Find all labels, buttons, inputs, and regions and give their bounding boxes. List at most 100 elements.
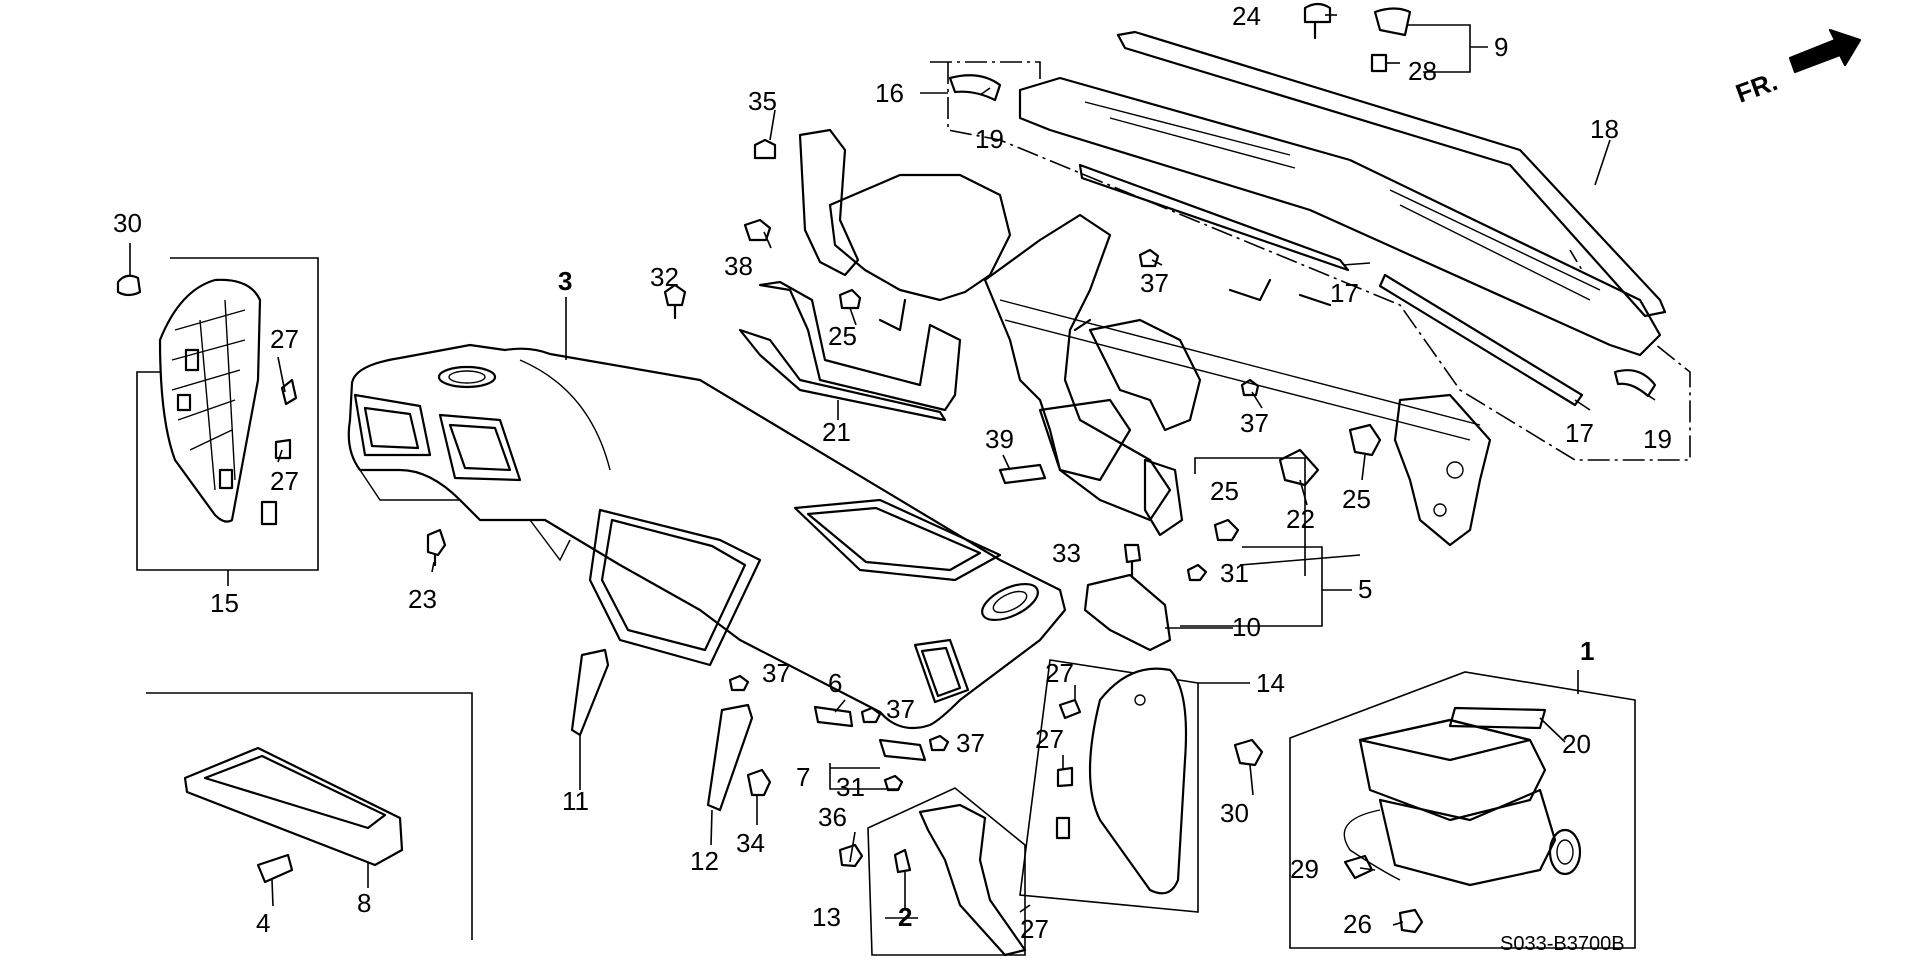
bracket-12 — [706, 703, 754, 812]
clip-37d — [860, 706, 882, 724]
sensor-24 — [1303, 2, 1332, 40]
bolt-38 — [743, 218, 772, 242]
group-box-pocket — [146, 692, 473, 940]
airbag-module — [1343, 706, 1582, 887]
callout-13: 13 — [812, 902, 841, 932]
callout-17a: 17 — [1330, 278, 1359, 308]
callout-27a: 27 — [270, 324, 299, 354]
callout-38: 38 — [724, 251, 753, 281]
molding-18 — [1116, 30, 1667, 318]
label-20 — [1448, 706, 1547, 730]
group-box-13 — [867, 787, 1026, 956]
callout-31a: 31 — [1220, 558, 1249, 588]
drawing-code: S033-B3700B — [1500, 933, 1625, 955]
callout-21: 21 — [822, 417, 851, 447]
group-box-5a — [1194, 457, 1306, 474]
callout-28: 28 — [1408, 56, 1437, 86]
clip-19a — [948, 74, 1002, 102]
group-box-7 — [829, 763, 900, 790]
callout-19b: 19 — [1643, 424, 1672, 454]
callout-26: 26 — [1343, 909, 1372, 939]
clip-28 — [1370, 53, 1388, 73]
bolt-25b — [1348, 423, 1382, 457]
callout-30b: 30 — [1220, 798, 1249, 828]
callout-18: 18 — [1590, 114, 1619, 144]
bracket-22 — [1278, 448, 1320, 487]
bolt-34 — [746, 768, 772, 797]
connector-29 — [1343, 854, 1374, 880]
front-direction-arrow: FR. — [1732, 28, 1862, 109]
garnish-13 — [918, 803, 1027, 957]
callout-10: 10 — [1232, 612, 1261, 642]
clip-37c — [728, 674, 750, 692]
clip-37e — [928, 734, 950, 752]
side-panel-right — [1055, 667, 1188, 895]
callout-32: 32 — [650, 262, 679, 292]
callout-27b: 27 — [270, 466, 299, 496]
bracket-6 — [813, 705, 854, 728]
nut-31b — [883, 774, 904, 792]
callout-2: 2 — [898, 902, 912, 932]
bracket-11 — [570, 648, 610, 737]
bolt-32 — [663, 283, 687, 320]
fasteners — [426, 138, 1424, 934]
clip-2 — [893, 848, 912, 874]
callout-5: 5 — [1358, 574, 1372, 604]
dashboard-frame — [798, 128, 1492, 547]
duct-bracket-21 — [738, 280, 962, 422]
bolt-25c — [1213, 518, 1240, 542]
callout-14: 14 — [1256, 668, 1285, 698]
callout-27e: 27 — [1020, 914, 1049, 944]
callout-6: 6 — [828, 668, 842, 698]
cover-9 — [1373, 7, 1412, 37]
callout-29: 29 — [1290, 854, 1319, 884]
bolt-35 — [753, 138, 777, 160]
callout-23: 23 — [408, 584, 437, 614]
callout-37c: 37 — [762, 658, 791, 688]
callout-25c: 25 — [1210, 476, 1239, 506]
callout-24: 24 — [1232, 1, 1261, 31]
strip-17-lower — [1378, 273, 1584, 407]
callout-17b: 17 — [1565, 418, 1594, 448]
pad-39 — [998, 463, 1047, 485]
clip-30b — [1233, 738, 1264, 767]
callout-8: 8 — [357, 888, 371, 918]
bracket-7 — [878, 738, 927, 762]
direction-label: FR. — [1732, 66, 1782, 109]
leader-lines — [271, 14, 1656, 926]
callout-11: 11 — [562, 786, 589, 816]
callout-36: 36 — [818, 802, 847, 832]
strip-17-upper — [1078, 163, 1350, 272]
callout-27c: 27 — [1045, 658, 1074, 688]
callout-31b: 31 — [836, 772, 865, 802]
callout-25a: 25 — [828, 321, 857, 351]
bracket-10 — [1083, 573, 1172, 652]
callout-37d: 37 — [886, 694, 915, 724]
callout-25b: 25 — [1342, 484, 1371, 514]
side-panel-left — [116, 243, 298, 526]
group-box-5c — [1180, 546, 1323, 627]
callout-30a: 30 — [113, 208, 142, 238]
callout-35: 35 — [748, 86, 777, 116]
group-box-9 — [1408, 24, 1471, 73]
bolt-25a — [838, 288, 862, 310]
callout-4: 4 — [256, 908, 270, 938]
callout-12: 12 — [690, 846, 719, 876]
clip-19b — [1613, 369, 1657, 398]
callout-9: 9 — [1494, 32, 1508, 62]
clip-37a — [1138, 248, 1160, 268]
nut-26 — [1398, 908, 1424, 934]
callout-15: 15 — [210, 588, 239, 618]
callout-27d: 27 — [1035, 724, 1064, 754]
callout-22: 22 — [1286, 504, 1315, 534]
callout-labels: 1 2 3 4 5 6 7 8 9 10 11 12 13 14 15 16 1… — [113, 1, 1672, 944]
group-box-14 — [1019, 659, 1199, 913]
group-box-1 — [1289, 671, 1636, 949]
callout-16: 16 — [875, 78, 904, 108]
callout-37e: 37 — [956, 728, 985, 758]
callout-33: 33 — [1052, 538, 1081, 568]
clip-23 — [426, 528, 447, 567]
nut-31a — [1186, 563, 1208, 582]
